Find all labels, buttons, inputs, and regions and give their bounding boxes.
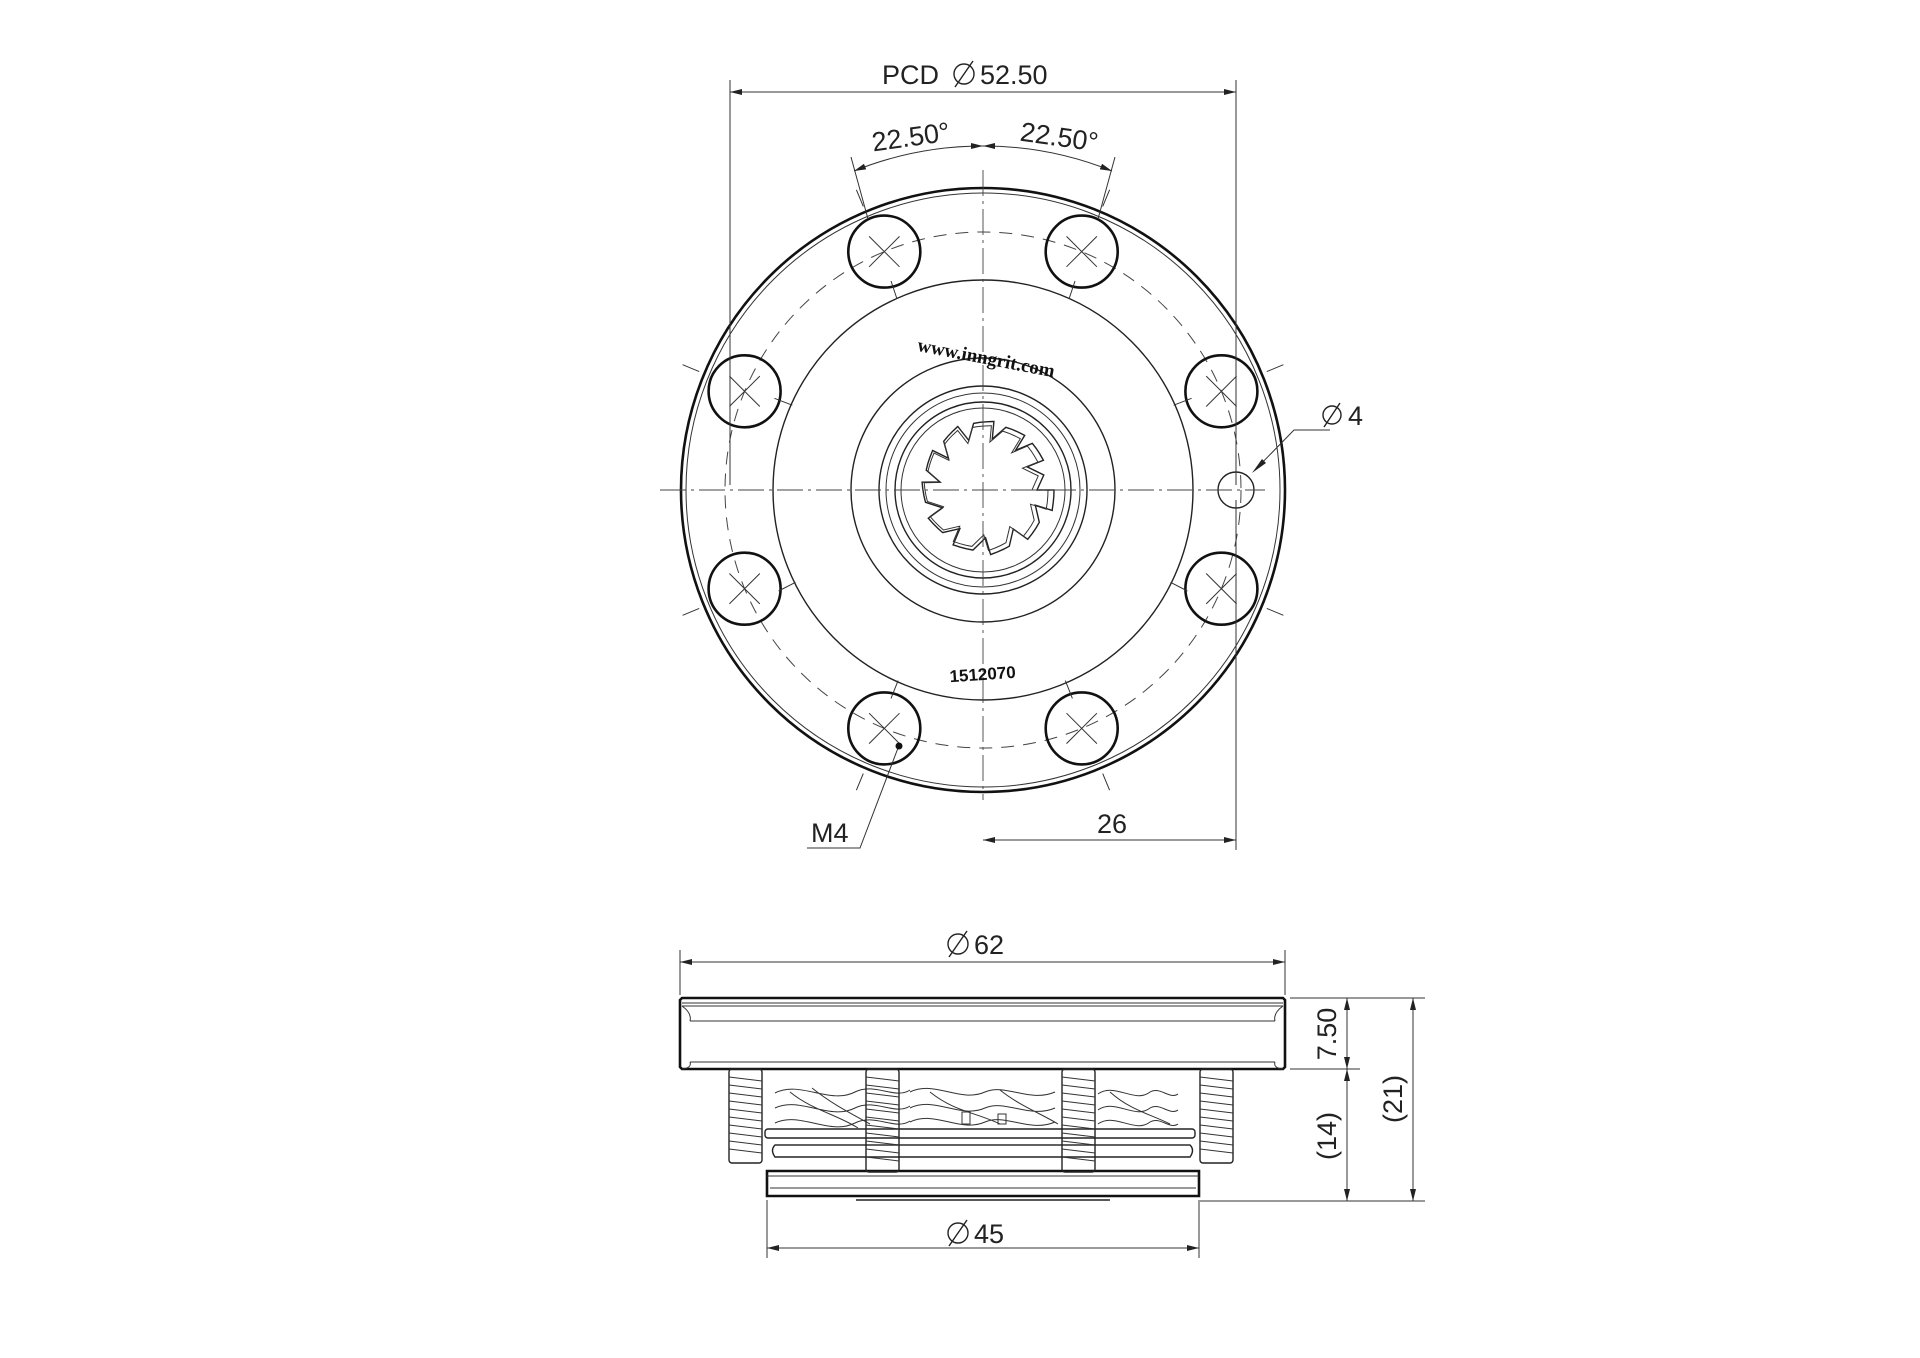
angle-extension-left <box>850 156 869 220</box>
angle-arc-right <box>982 142 1113 172</box>
website-marking: www.inngrit.com <box>916 335 1057 382</box>
spline-bore <box>921 420 1055 556</box>
part-number-marking: 1512070 <box>949 663 1016 687</box>
bolt-hole <box>1044 691 1119 766</box>
offset-label: 26 <box>1097 809 1127 839</box>
side-view <box>678 996 1287 1201</box>
hole-leader-arrow <box>1252 459 1266 473</box>
flange-height-label: 7.50 <box>1312 1008 1342 1061</box>
pcd-label: PCD <box>882 60 939 90</box>
radial-ticks <box>682 189 1284 791</box>
hole-leader-line <box>1254 429 1330 471</box>
pcd-value: 52.50 <box>980 60 1048 90</box>
stud <box>728 1068 763 1164</box>
side-view-dimensions: 62 45 7.50 (14) (21) <box>679 930 1425 1258</box>
flange-groove-corners <box>681 1005 1284 1070</box>
bolt-hole <box>1184 353 1259 429</box>
hole-dia-label: 4 <box>1348 401 1363 431</box>
thread-leader-dot <box>895 742 903 750</box>
base-plate <box>765 1169 1201 1198</box>
stud <box>1061 1068 1096 1173</box>
spline-bore-inner <box>923 425 1049 552</box>
thread-leader-line <box>807 747 899 849</box>
diameter-symbol <box>953 60 975 88</box>
angle-extension-right <box>1097 156 1116 220</box>
diameter-symbol <box>1322 402 1342 428</box>
angle-right-label: 22.50° <box>1018 117 1100 158</box>
od-label: 62 <box>974 930 1004 960</box>
top-view: www.inngrit.com 1512070 <box>660 170 1287 800</box>
base-dia-label: 45 <box>974 1219 1004 1249</box>
total-height-label: (21) <box>1378 1075 1408 1123</box>
flange-body <box>678 996 1287 1071</box>
thread-label: M4 <box>811 818 849 848</box>
bolt-hole <box>1184 551 1259 627</box>
bolt-hole <box>707 353 782 429</box>
bolt-hole <box>846 214 922 289</box>
springs <box>774 1087 1179 1129</box>
angle-left-label: 22.50° <box>870 117 952 158</box>
bolt-hole <box>1044 214 1119 289</box>
diameter-symbol <box>947 930 969 958</box>
body-height-label: (14) <box>1312 1112 1342 1160</box>
bolt-hole <box>707 551 782 627</box>
spring-seat <box>764 1128 1196 1139</box>
stud <box>865 1068 900 1173</box>
seat-ring <box>771 1144 1194 1158</box>
stud <box>1199 1068 1234 1164</box>
bolt-holes <box>707 214 1259 766</box>
angle-arc-left <box>853 142 984 172</box>
diameter-symbol <box>947 1219 969 1247</box>
bolt-hole <box>846 691 922 766</box>
